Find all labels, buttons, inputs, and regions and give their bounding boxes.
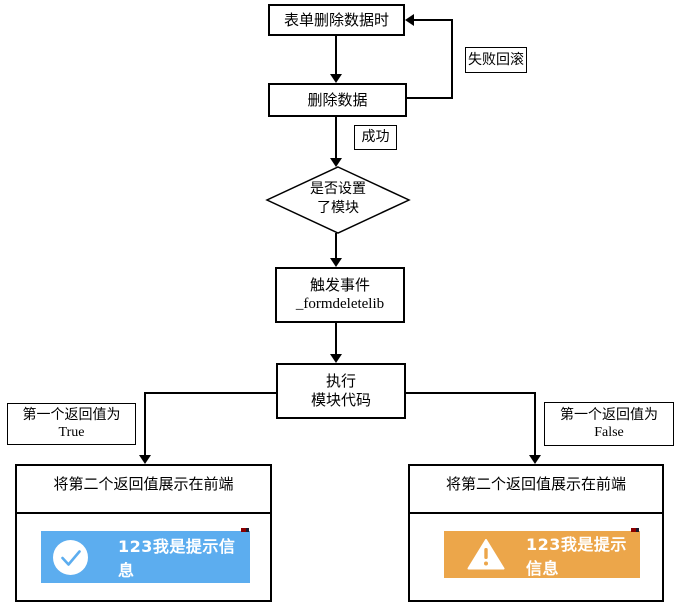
toast-corner-artifact	[631, 528, 639, 532]
diamond-shape-icon	[265, 166, 411, 234]
connector-loop-bottom	[407, 97, 453, 99]
label-return-false: 第一个返回值为 False	[544, 402, 674, 446]
arrowhead-decision-trigger	[330, 258, 342, 267]
connector-decision-trigger	[335, 233, 337, 259]
connector-true-vertical	[144, 392, 146, 455]
connector-loop-top	[414, 19, 453, 21]
success-toast: 123我是提示信息	[41, 528, 250, 583]
arrowhead-start-delete	[330, 74, 342, 83]
connector-false-vertical	[534, 392, 536, 455]
label-fail-rollback-text: 失败回滚	[468, 51, 524, 68]
check-circle-icon	[52, 539, 89, 576]
arrowhead-loop-into-start	[405, 14, 414, 26]
connector-true-horizontal	[145, 392, 276, 394]
label-return-true-line1: 第一个返回值为	[22, 406, 121, 423]
node-trigger-event-line2: _formdeletelib	[295, 296, 385, 312]
decision-line1: 是否设置	[310, 181, 366, 197]
result-box-true: 将第二个返回值展示在前端 123我是提示信息	[15, 464, 272, 602]
node-form-delete-start-label: 表单删除数据时	[283, 10, 389, 29]
node-trigger-event-line1: 触发事件	[309, 276, 370, 295]
label-success: 成功	[354, 125, 397, 150]
label-fail-rollback: 失败回滚	[465, 47, 527, 73]
warning-toast: 123我是提示信息	[444, 528, 640, 578]
decision-diamond-text: 是否设置 了模块	[265, 180, 411, 218]
result-box-true-title: 将第二个返回值展示在前端	[17, 466, 270, 514]
success-toast-message: 123我是提示信息	[118, 537, 236, 580]
node-execute-module: 执行 模块代码	[276, 363, 406, 419]
connector-start-delete	[335, 36, 337, 76]
node-execute-line2: 模块代码	[310, 391, 371, 409]
result-box-false-title: 将第二个返回值展示在前端	[410, 466, 662, 514]
arrowhead-false-result	[529, 455, 541, 464]
arrowhead-true-result	[139, 455, 151, 464]
node-form-delete-start: 表单删除数据时	[268, 4, 405, 36]
toast-corner-artifact	[241, 528, 249, 532]
result-box-false: 将第二个返回值展示在前端 123我是提示信息	[408, 464, 664, 602]
label-success-text: 成功	[361, 129, 390, 146]
connector-false-horizontal	[406, 392, 536, 394]
connector-loop-vertical	[451, 20, 453, 99]
node-trigger-event: 触发事件 _formdeletelib	[275, 267, 405, 323]
node-delete-data: 删除数据	[268, 83, 407, 117]
connector-trigger-execute	[335, 323, 337, 355]
arrowhead-delete-decision	[330, 158, 342, 167]
decision-diamond	[265, 165, 411, 235]
decision-line2: 了模块	[317, 199, 359, 216]
arrowhead-trigger-execute	[330, 354, 342, 363]
label-return-true: 第一个返回值为 True	[7, 403, 136, 445]
label-return-false-line2: False	[594, 425, 624, 440]
node-delete-data-label: 删除数据	[307, 90, 368, 109]
warning-toast-message: 123我是提示信息	[526, 534, 627, 578]
label-return-false-line1: 第一个返回值为	[560, 406, 658, 423]
label-return-true-line2: True	[58, 425, 85, 440]
node-execute-line1: 执行	[325, 372, 356, 391]
connector-delete-decision	[335, 117, 337, 159]
warning-triangle-icon	[467, 539, 505, 570]
